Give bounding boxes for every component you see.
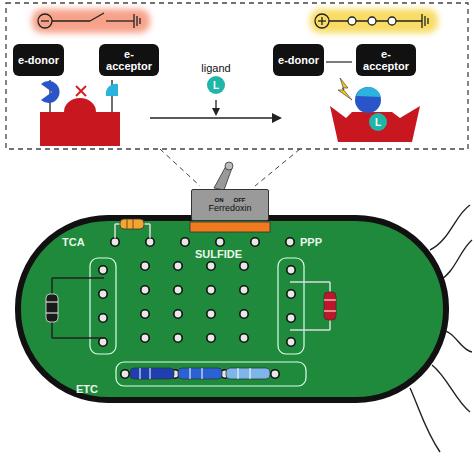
board-hole (141, 334, 149, 342)
board-holes (99, 238, 295, 378)
board-hole (111, 238, 119, 246)
ligand-node: ligandL (194, 58, 238, 98)
electron-donor-box: e-donor (13, 44, 64, 76)
inactive-protein (40, 80, 120, 146)
ligand-circle: L (368, 112, 388, 132)
callout-leader (160, 149, 200, 186)
board-hole (287, 266, 295, 274)
ferredoxin-leads (115, 219, 270, 238)
pathway-label: PPP (300, 236, 322, 248)
electron-donor-box: e-donor (273, 44, 324, 76)
pathway-label: TCA (62, 236, 85, 248)
cell-board (18, 218, 446, 400)
board-hole (207, 334, 215, 342)
board-hole (141, 310, 149, 318)
board-hole (216, 238, 224, 246)
board-hole (121, 370, 129, 378)
board-hole (141, 286, 149, 294)
box-label: e-acceptor (106, 48, 152, 72)
switch-state: ON (215, 197, 224, 203)
board-hole (99, 338, 107, 346)
switch-label: Ferredoxin (208, 203, 251, 213)
board-hole (271, 370, 279, 378)
etc-region (116, 362, 306, 386)
pathway-label: SULFIDE (195, 248, 242, 260)
pathway-label: ETC (76, 383, 98, 395)
board-hole (181, 238, 189, 246)
board-hole (141, 262, 149, 270)
board-hole (207, 310, 215, 318)
open-circuit-icon (32, 9, 150, 33)
tca-region (90, 258, 116, 354)
electron-acceptor-box: e-acceptor (356, 44, 416, 76)
board-hole (174, 262, 182, 270)
board-hole (174, 334, 182, 342)
tca-resistor (46, 278, 104, 338)
electron-acceptor-box: e-acceptor (99, 44, 159, 76)
board-hole (207, 286, 215, 294)
board-hole (174, 310, 182, 318)
ligand-label: ligand (201, 62, 230, 74)
board-hole (240, 310, 248, 318)
switch-toggle (214, 162, 233, 190)
board-hole (146, 238, 154, 246)
ppp-resistor (290, 282, 336, 330)
board-hole (287, 338, 295, 346)
ligand-symbol: L (207, 76, 225, 94)
callout-leader (255, 149, 300, 186)
etc-resistors (130, 368, 270, 379)
closed-circuit-icon (310, 9, 438, 33)
board-hole (251, 238, 259, 246)
switch-face: ON OFF (215, 197, 246, 203)
board-hole (174, 286, 182, 294)
ligand-symbol: L (369, 113, 387, 131)
ppp-region (278, 258, 304, 354)
box-label: e-acceptor (363, 48, 409, 72)
board-hole (240, 262, 248, 270)
board-hole (240, 286, 248, 294)
board-hole (99, 290, 107, 298)
transition-arrow (150, 100, 282, 123)
ferredoxin-switch: ON OFFFerredoxin (191, 189, 269, 221)
callout-frame (6, 3, 468, 149)
switch-state: OFF (234, 197, 246, 203)
board-hole (287, 290, 295, 298)
board-hole (287, 314, 295, 322)
box-label: e-donor (278, 54, 319, 66)
box-label: e-donor (18, 54, 59, 66)
board-hole (99, 314, 107, 322)
board-hole (207, 262, 215, 270)
board-hole (99, 266, 107, 274)
board-hole (240, 334, 248, 342)
board-hole (286, 238, 294, 246)
